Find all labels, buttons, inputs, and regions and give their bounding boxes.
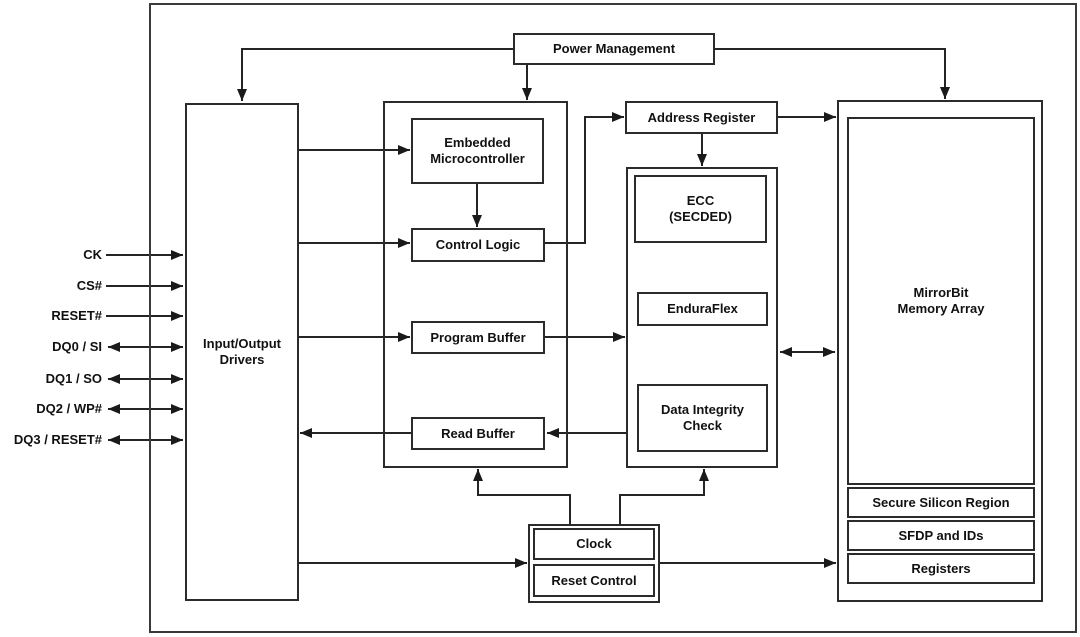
control-logic-block: Control Logic: [411, 228, 545, 262]
wire-power-to-io-drivers: [237, 48, 513, 101]
io-drivers-label-line1: Input/Output: [203, 336, 281, 351]
wire-control-logic-to-address-register: [545, 112, 624, 244]
registers-block: Registers: [847, 553, 1035, 584]
control-logic-label: Control Logic: [435, 237, 521, 252]
reset-control-label: Reset Control: [551, 572, 637, 588]
ecc-label-line2: (SECDED): [669, 209, 732, 224]
data-integrity-check-label-line2: Check: [682, 418, 723, 433]
signal-label-dq2-wp: DQ2 / WP#: [36, 401, 102, 416]
data-integrity-check-block: Data Integrity Check: [637, 384, 768, 452]
io-drivers-label-line2: Drivers: [219, 352, 265, 367]
embedded-microcontroller-block: Embedded Microcontroller: [411, 118, 544, 184]
wire-power-to-memory-array: [715, 48, 950, 99]
mirrorbit-label-line2: Memory Array: [897, 301, 985, 316]
ecc-block-container: [626, 167, 778, 468]
ecc-label-line1: ECC: [686, 193, 715, 208]
read-buffer-block: Read Buffer: [411, 417, 545, 450]
mirrorbit-label-line1: MirrorBit: [913, 285, 969, 300]
wire-clock-to-ecc-block: [619, 469, 709, 524]
signal-label-dq3-reset: DQ3 / RESET#: [13, 432, 102, 447]
program-buffer-label: Program Buffer: [430, 329, 526, 345]
registers-label: Registers: [911, 560, 971, 576]
signal-label-cs: CS#: [76, 278, 102, 293]
signal-label-dq0-si: DQ0 / SI: [52, 339, 102, 354]
reset-control-block: Reset Control: [533, 564, 655, 597]
embedded-microcontroller-label-line2: Microcontroller: [430, 151, 525, 166]
mirrorbit-memory-array-block: MirrorBit Memory Array: [847, 117, 1035, 485]
enduraflex-label: EnduraFlex: [667, 301, 738, 316]
program-buffer-block: Program Buffer: [411, 321, 545, 354]
signal-label-ck: CK: [83, 247, 102, 262]
wire-clock-to-logic-block: [473, 469, 571, 524]
memory-array-container: [837, 100, 1043, 602]
secure-silicon-region-label: Secure Silicon Region: [872, 494, 1010, 510]
address-register-label: Address Register: [647, 109, 756, 125]
ecc-secded-block: ECC (SECDED): [634, 175, 767, 243]
embedded-microcontroller-label-line1: Embedded: [444, 135, 511, 150]
clock-label: Clock: [576, 536, 612, 551]
chip-boundary: [149, 3, 1077, 633]
signal-label-dq1-so: DQ1 / SO: [45, 371, 102, 386]
power-management-block: Power Management: [513, 33, 715, 65]
address-register-block: Address Register: [625, 101, 778, 134]
read-buffer-label: Read Buffer: [441, 425, 515, 441]
secure-silicon-region-block: Secure Silicon Region: [847, 487, 1035, 518]
data-integrity-check-label-line1: Data Integrity: [660, 402, 745, 417]
power-management-label: Power Management: [552, 41, 676, 56]
sfdp-and-ids-block: SFDP and IDs: [847, 520, 1035, 551]
enduraflex-block: EnduraFlex: [637, 292, 768, 326]
sfdp-and-ids-label: SFDP and IDs: [898, 527, 984, 543]
clock-block: Clock: [533, 528, 655, 560]
signal-label-reset: RESET#: [51, 308, 102, 323]
logic-block-container: [383, 101, 568, 468]
io-drivers-block: Input/Output Drivers: [185, 103, 299, 601]
